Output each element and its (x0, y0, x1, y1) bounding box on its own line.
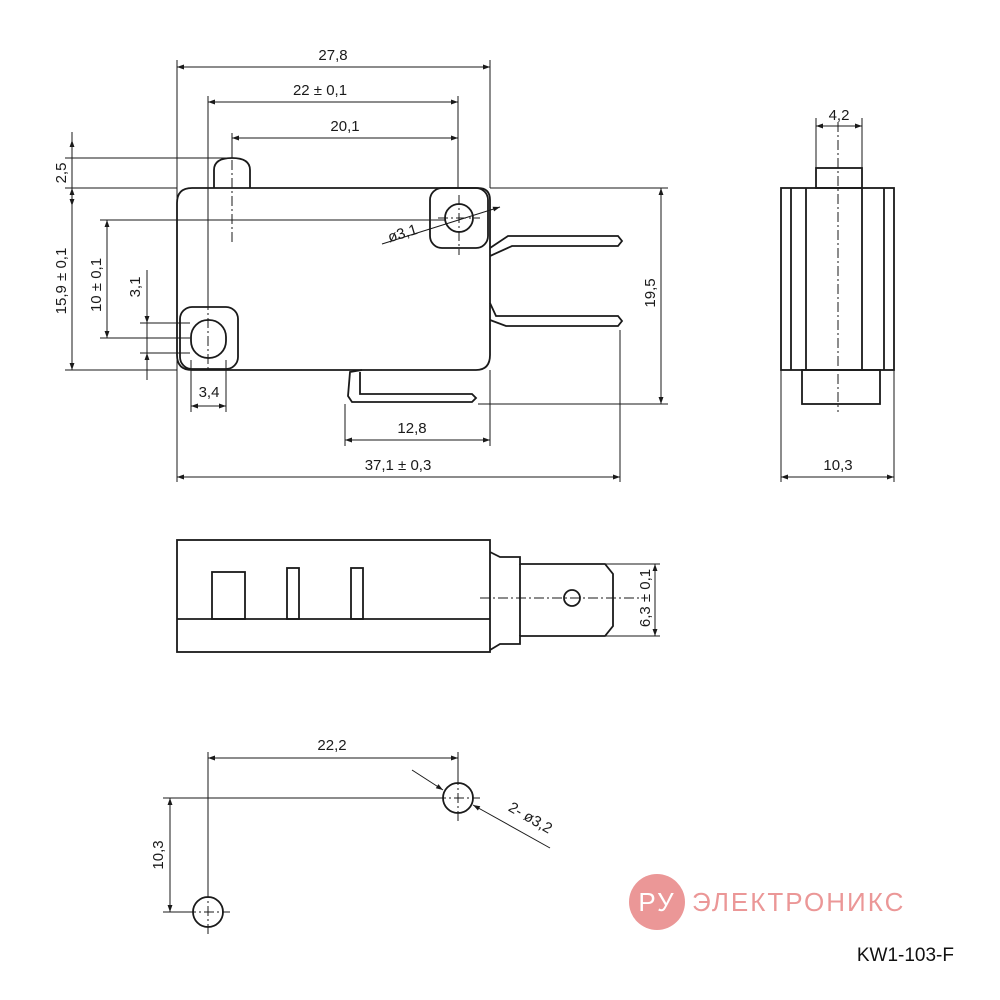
dim-line-hole-diameter (381, 206, 501, 245)
side-view: 4,2 10,3 (780, 107, 895, 482)
dim-pattern-holes: 2- ø3,2 (505, 799, 555, 837)
dim-actuator-to-hole: 20,1 (330, 118, 359, 135)
bottom-slot-1 (211, 571, 246, 620)
mounting-boss-upper (429, 187, 489, 249)
dim-actuator-width: 4,2 (829, 107, 850, 124)
terminal-nc (347, 369, 478, 403)
bottom-slot-2 (286, 567, 300, 620)
side-actuator (815, 167, 863, 189)
logo-badge (629, 874, 685, 930)
terminal-com (489, 235, 624, 257)
dim-overall-width: 27,8 (318, 47, 347, 64)
logo-word: ЭЛЕКТРОНИКС (692, 887, 905, 917)
dim-hole-offset: 10 ± 0,1 (88, 258, 105, 312)
dim-body-thickness: 10,3 (823, 457, 852, 474)
terminal-no (489, 302, 624, 327)
dim-hole-diameter: ø3,1 (386, 221, 420, 246)
dim-body-height: 15,9 ± 0,1 (53, 248, 70, 315)
switch-body-outline (176, 187, 491, 371)
bottom-view: 6,3 ± 0,1 (176, 539, 660, 653)
dim-slot-width: 3,4 (199, 384, 220, 401)
dim-terminal-offset: 12,8 (397, 420, 426, 437)
hole-pattern-view: 22,2 10,3 2- ø3,2 (150, 737, 555, 936)
bottom-terminal (489, 551, 614, 651)
dim-line-pattern-holes (472, 804, 551, 849)
side-terminal-block (801, 369, 881, 405)
dim-actuator-height: 2,5 (53, 163, 70, 184)
brand-logo: РУ ЭЛЕКТРОНИКС (629, 874, 905, 930)
dim-hole-spacing: 22 ± 0,1 (293, 82, 347, 99)
dim-total-length: 37,1 ± 0,3 (365, 457, 432, 474)
dim-hole-slot: 3,1 (127, 277, 144, 298)
dim-pattern-vertical: 10,3 (150, 840, 167, 869)
front-view: 27,8 22 ± 0,1 20,1 2,5 15,9 ± 0,1 10 ± 0… (53, 47, 668, 482)
part-number: KW1-103-F (857, 945, 954, 966)
logo-badge-text: РУ (638, 887, 675, 917)
dim-terminal-span: 19,5 (642, 278, 659, 307)
dim-pattern-horizontal: 22,2 (317, 737, 346, 754)
bottom-slot-3 (350, 567, 364, 620)
dim-terminal-width: 6,3 ± 0,1 (637, 569, 654, 627)
bottom-body (176, 539, 491, 653)
